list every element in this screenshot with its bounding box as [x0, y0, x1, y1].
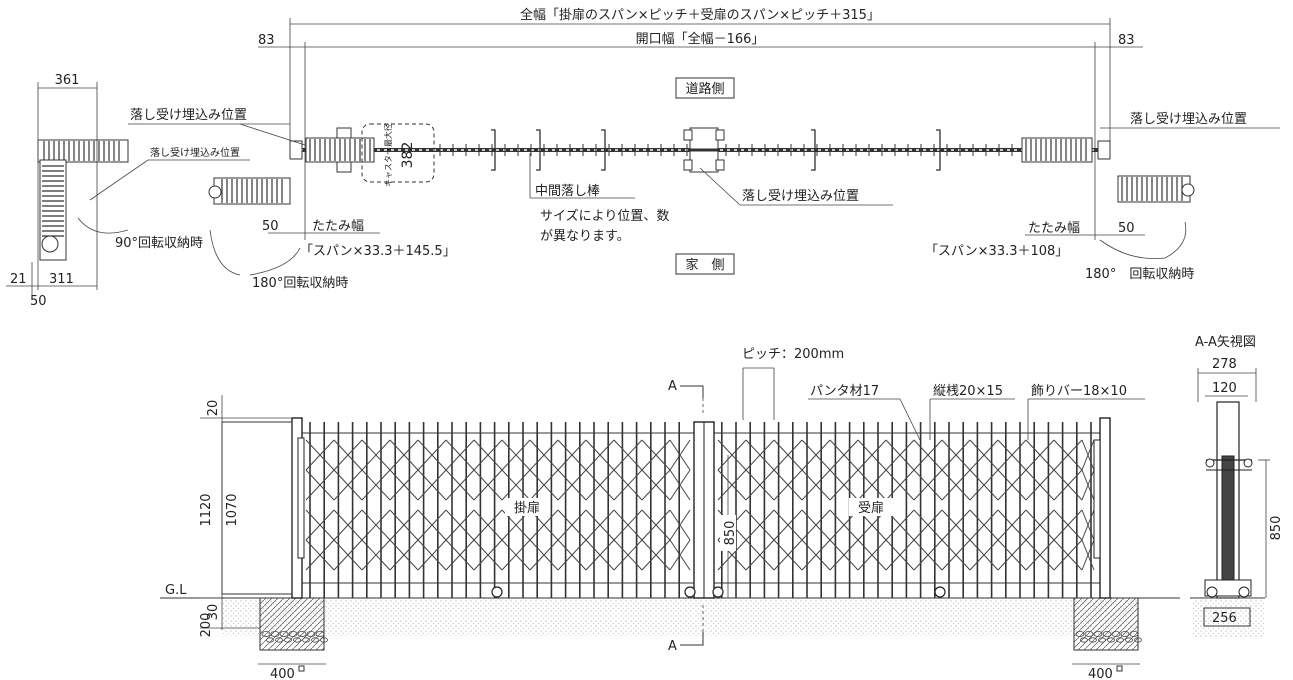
plan-bar-ticks [439, 129, 1013, 171]
right-rotated-stack [1117, 175, 1195, 203]
section-mark-bottom: A [668, 639, 677, 654]
rotate-90-label: 90°回転収納時 [115, 236, 203, 251]
drop-receiver-left: 落し受け埋込み位置 [130, 108, 247, 123]
right-offset-label: 83 [1118, 33, 1135, 48]
deco-bar-label: 飾りバー18×10 [1031, 384, 1127, 399]
dim-50-right: 50 [1118, 221, 1135, 236]
section-title: A-A矢視図 [1195, 335, 1256, 350]
dim-21: 21 [10, 272, 27, 287]
caster-note: キャスター最大径 [383, 123, 393, 187]
folded-width-left: たたみ幅 [312, 219, 364, 234]
rotate-180-right-label: 180° 回転収納時 [1085, 267, 1194, 282]
ground-soil [222, 598, 1140, 636]
dim-311: 311 [49, 272, 74, 287]
left-rotated-stack [208, 177, 291, 205]
left-folded-stack [289, 123, 435, 183]
foundation-right-dim: 400 [1088, 667, 1113, 680]
dim-200: 200 [199, 613, 214, 638]
right-folded-stack [1021, 137, 1111, 163]
gate-pickets [309, 422, 1092, 598]
dim-30: 30 [206, 604, 221, 621]
dim-120: 120 [1212, 381, 1237, 396]
dim-382: 382 [400, 142, 416, 169]
folded-width-right: たたみ幅 [1028, 221, 1080, 236]
left-90-stack [37, 139, 129, 261]
ground-level-label: G.L [165, 583, 187, 598]
pitch-label: ピッチ：200mm [742, 347, 844, 362]
drop-receiver-left-small: 落し受け埋込み位置 [150, 146, 240, 159]
dim-278: 278 [1212, 357, 1237, 372]
dim-1070: 1070 [225, 493, 240, 526]
foundation-left [259, 597, 325, 651]
pantograph-label: パンタ材17 [810, 384, 879, 399]
folded-formula-left: 「スパン×33.3＋145.5」 [300, 244, 456, 259]
hinged-leaf-label: 掛扉 [514, 500, 540, 516]
elevation-view: 掛扉 受扉 850 A A ピッチ：200mm パンタ材17 縦桟20×15 飾… [160, 347, 1180, 680]
dim-20: 20 [206, 400, 221, 417]
dim-361: 361 [55, 73, 80, 88]
drop-receiver-right: 落し受け埋込み位置 [1130, 112, 1247, 127]
plan-view: 全幅「掛扉のスパン×ピッチ＋受扉のスパン×ピッチ＋315」 開口幅「全幅－166… [6, 7, 1280, 309]
foundation-left-dim: 400 [270, 667, 295, 680]
right-post [1099, 417, 1111, 599]
house-side-label: 家 側 [685, 257, 724, 273]
casters [491, 586, 946, 598]
middle-drop-rod-note1: サイズにより位置、数 [540, 208, 669, 224]
dim-50-bottom: 50 [30, 294, 47, 309]
left-offset-label: 83 [258, 33, 275, 48]
drop-receiver-center: 落し受け埋込み位置 [742, 189, 859, 204]
dim-50-left: 50 [262, 219, 279, 234]
middle-drop-rod: 中間落し棒 [535, 184, 600, 199]
dim-850-center: 850 [723, 521, 738, 546]
rotate-180-left-label: 180°回転収納時 [252, 276, 348, 291]
overall-width-label: 全幅「掛扉のスパン×ピッチ＋受扉のスパン×ピッチ＋315」 [520, 7, 880, 23]
receiving-leaf-label: 受扉 [858, 500, 884, 516]
center-lock-plan [683, 127, 725, 173]
opening-width-label: 開口幅「全幅－166」 [636, 31, 765, 47]
dim-256: 256 [1212, 611, 1237, 626]
section-dim-850: 850 [1269, 516, 1284, 541]
section-mark-top: A [668, 379, 677, 394]
folded-formula-right: 「スパン×33.3＋108」 [925, 244, 1068, 259]
dim-1120: 1120 [199, 493, 214, 526]
section-aa-view: A-A矢視図 278 120 850 256 [1190, 335, 1284, 638]
vertical-bar-label: 縦桟20×15 [933, 384, 1003, 399]
middle-drop-rod-note2: が異なります。 [540, 229, 630, 244]
road-side-label: 道路側 [685, 81, 724, 97]
